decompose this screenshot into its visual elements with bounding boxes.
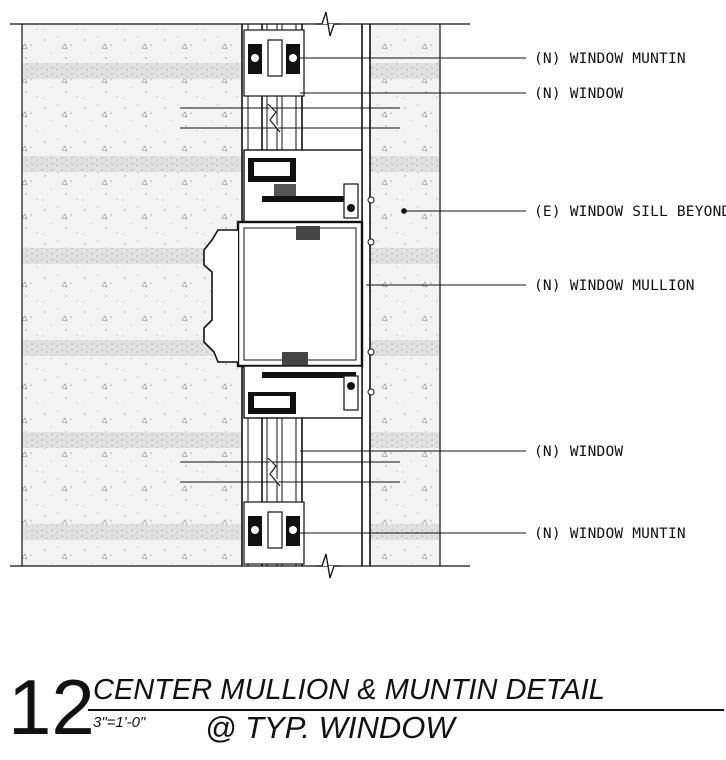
break-lines [316,11,340,579]
label-window-top: (N) WINDOW [534,86,623,102]
glass-break-marks [180,103,400,487]
title-rule [88,709,724,711]
detail-number: 12 [8,663,95,751]
label-window-mullion: (N) WINDOW MULLION [534,278,695,294]
leader-lines [300,57,526,534]
label-window-muntin-bottom: (N) WINDOW MUNTIN [534,526,686,542]
label-window-sill-beyond: (E) WINDOW SILL BEYOND [534,204,726,220]
detail-scale: 3"=1'-0" [93,714,146,731]
callout-labels: (N) WINDOW MUNTIN (N) WINDOW (E) WINDOW … [534,51,726,542]
detail-subtitle: @ TYP. WINDOW [205,710,455,745]
left-wall [22,24,242,566]
label-window-muntin-top: (N) WINDOW MUNTIN [534,51,686,67]
muntin-bottom [243,501,305,565]
mullion-assembly [203,149,375,419]
muntin-top [243,29,305,97]
label-window-bottom: (N) WINDOW [534,444,623,460]
detail-title: CENTER MULLION & MUNTIN DETAIL [93,674,605,706]
boundary-lines [10,23,470,567]
right-wall [370,24,440,566]
